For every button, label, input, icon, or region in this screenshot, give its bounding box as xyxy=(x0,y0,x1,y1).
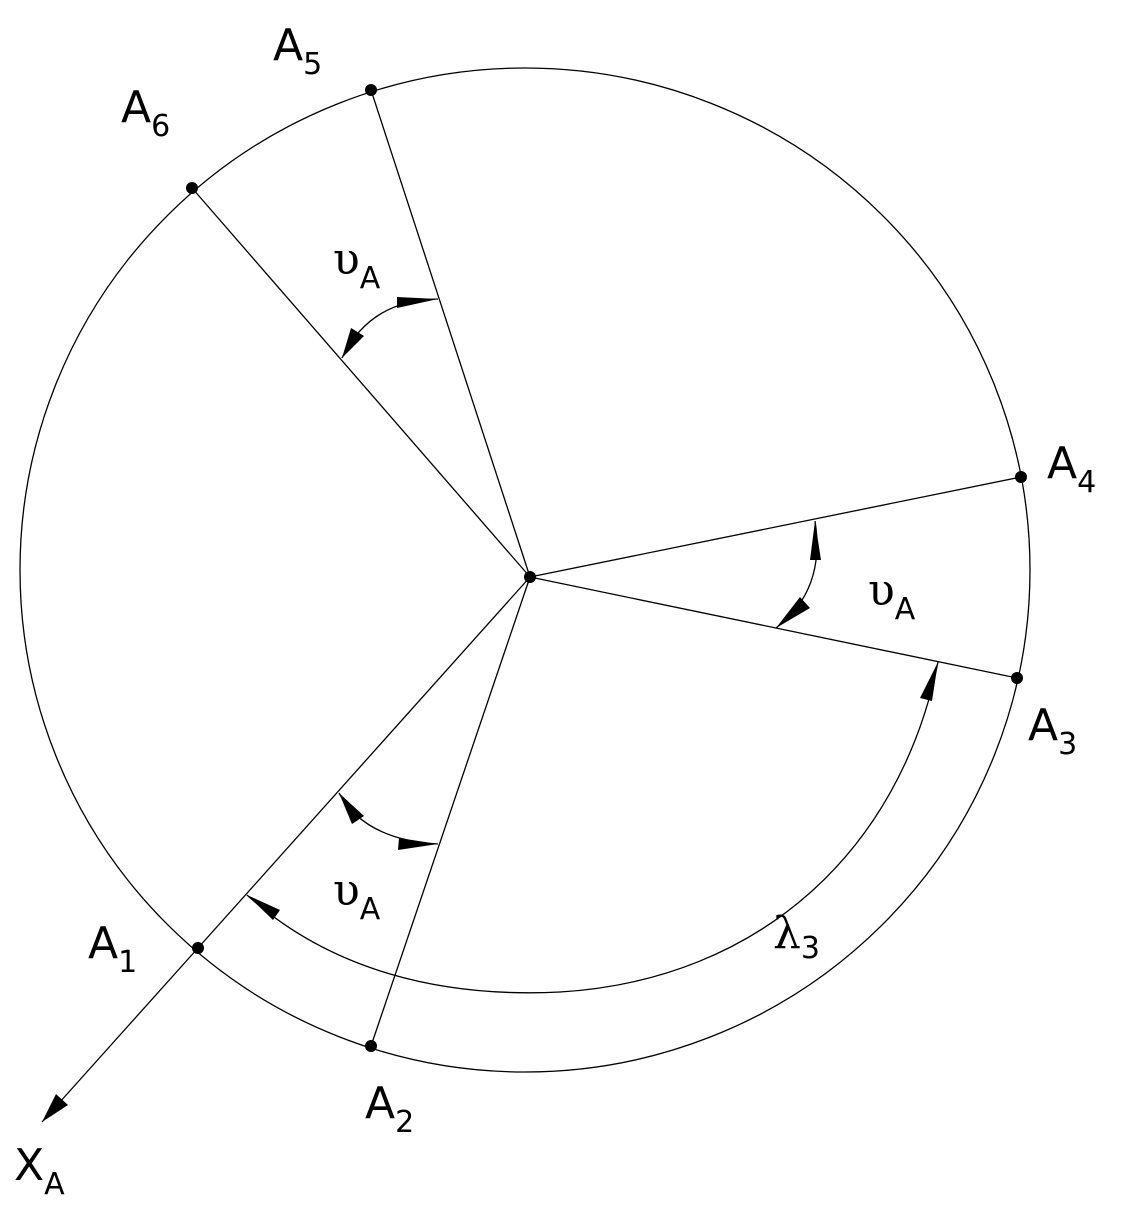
point-a6 xyxy=(186,182,198,194)
label-a4: A4 xyxy=(1047,438,1096,500)
label-a3: A3 xyxy=(1028,700,1077,762)
angle-arc-a6-a5-arrow-start xyxy=(342,328,364,358)
radius-a5 xyxy=(370,89,531,578)
axis-line-xa xyxy=(41,947,199,1123)
point-a1 xyxy=(192,942,204,954)
axis-arrowhead xyxy=(42,1094,68,1122)
radius-a4 xyxy=(529,476,1022,578)
label-a2: A2 xyxy=(365,1078,414,1140)
angle-arc-a1-a2-arrow-end xyxy=(398,838,438,850)
label-a6: A6 xyxy=(121,82,170,144)
angle-arc-a3-a4-arrow-start xyxy=(776,597,810,628)
radius-a3 xyxy=(529,576,1018,679)
point-a5 xyxy=(365,84,377,96)
angle-label-upper: υA xyxy=(333,234,381,296)
center-point xyxy=(524,571,536,583)
radius-a1 xyxy=(197,576,531,949)
angle-label-lower: υA xyxy=(333,865,381,927)
label-xa: XA xyxy=(14,1140,65,1202)
angle-arc-a3-a4-arrow-end xyxy=(810,521,821,560)
angle-label-right: υA xyxy=(868,565,916,627)
lambda-arc-arrow-end xyxy=(920,662,938,701)
lambda-arc xyxy=(246,661,939,994)
point-a4 xyxy=(1015,471,1027,483)
lambda-label: λ3 xyxy=(773,908,820,966)
lambda-arc-arrow-start xyxy=(247,895,280,920)
angle-arc-a6-a5-arrow-end xyxy=(397,297,438,308)
outer-circle xyxy=(19,67,1031,1073)
label-a5: A5 xyxy=(273,20,322,82)
point-a3 xyxy=(1011,672,1023,684)
label-a1: A1 xyxy=(88,918,137,980)
radius-a6 xyxy=(191,187,531,578)
angle-arc-a1-a2-arrow-start xyxy=(339,793,364,824)
point-a2 xyxy=(365,1040,377,1052)
radius-a2 xyxy=(370,576,531,1047)
angle-arc-a6-a5 xyxy=(341,298,439,359)
